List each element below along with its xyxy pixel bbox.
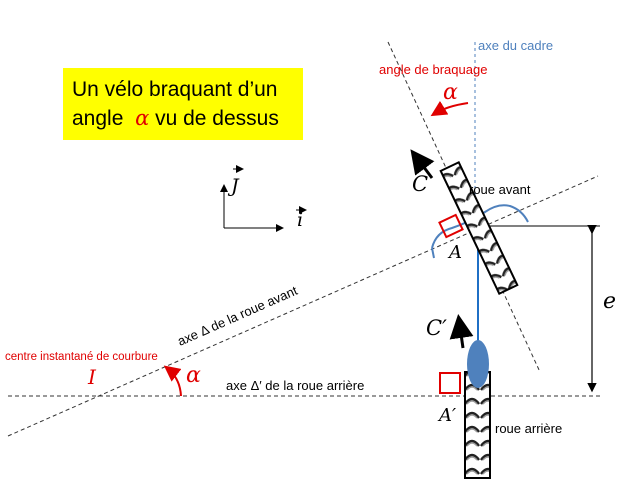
rear-wheel-label: roue arrière — [495, 421, 562, 436]
rear-axle-marker — [439, 372, 461, 394]
title-line2: angle α vu de dessus — [72, 104, 303, 133]
steering-angle-label: angle de braquage — [379, 62, 487, 77]
label-J: J — [227, 175, 240, 197]
rear-wheel — [464, 371, 491, 479]
steering-angle-arc — [430, 100, 469, 117]
label-e: e — [603, 289, 616, 314]
front-wheel-axis-label: axe Δ de la roue avant — [175, 283, 300, 349]
front-wheel-steering-axis — [387, 41, 541, 373]
axis-angle-arc — [163, 365, 182, 397]
front-axle-marker — [438, 213, 464, 239]
title-box: Un vélo braquant d’un angle α vu de dess… — [63, 68, 303, 140]
steering-alpha-symbol: α — [443, 80, 458, 105]
label-C-prime: C′ — [426, 316, 447, 340]
title-alpha-symbol: α — [135, 106, 150, 130]
label-A: A — [447, 242, 462, 263]
label-I: I — [87, 365, 97, 389]
front-wheel-label: roue avant — [469, 182, 531, 197]
seat-ellipse — [467, 340, 489, 388]
front-wheel-axis-line — [7, 175, 599, 437]
label-C: C — [412, 172, 428, 196]
title-word-angle: angle — [72, 107, 124, 130]
frame-axis-label: axe du cadre — [478, 38, 553, 53]
title-tail: vu de dessus — [155, 107, 279, 130]
title-line1: Un vélo braquant d’un — [72, 78, 278, 101]
axis-alpha-symbol: α — [186, 363, 201, 388]
label-A-prime: A′ — [437, 405, 456, 426]
front-wheel — [439, 160, 519, 296]
label-i: i — [297, 209, 303, 231]
front-wheel-velocity-arrow — [410, 149, 435, 179]
rear-wheel-axis-label: axe Δ′ de la roue arrière — [226, 378, 364, 393]
center-of-curvature-label: centre instantané de courbure — [5, 351, 158, 363]
rear-wheel-velocity-arrow — [449, 314, 474, 349]
handlebar-leader — [431, 247, 435, 259]
